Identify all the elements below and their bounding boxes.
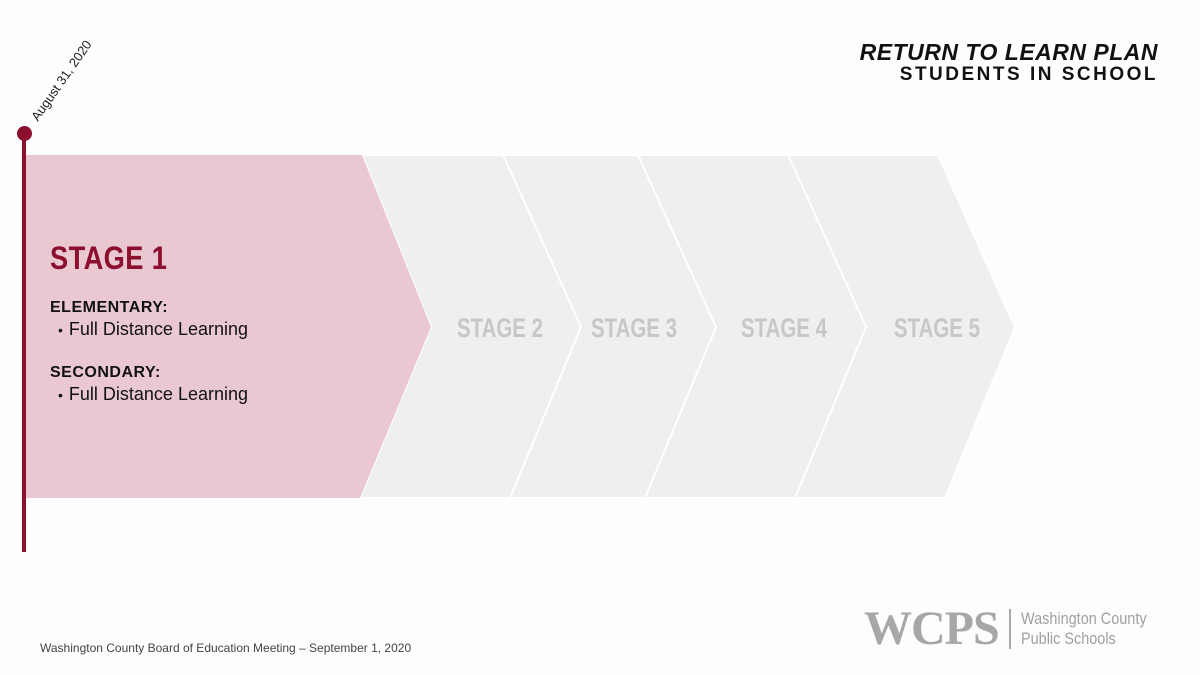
page-title: RETURN TO LEARN PLAN xyxy=(859,39,1158,65)
stage-1-title: STAGE 1 xyxy=(50,240,168,276)
group-title: SECONDARY: xyxy=(50,364,161,381)
group-title: ELEMENTARY: xyxy=(50,299,169,316)
wcps-logo: WCPS Washington County Public Schools xyxy=(864,605,1168,653)
logo-acronym: WCPS xyxy=(864,602,1000,655)
bullet-icon: • xyxy=(58,322,63,338)
bullet-icon: • xyxy=(58,387,63,403)
stage-1-chevron xyxy=(26,155,431,498)
stage-3-label: STAGE 3 xyxy=(591,313,677,343)
logo-name-line-2: Public Schools xyxy=(1020,629,1116,648)
logo-name-line-1: Washington County xyxy=(1020,609,1147,628)
page-subtitle: STUDENTS IN SCHOOL xyxy=(899,64,1158,85)
stage-5-label: STAGE 5 xyxy=(894,313,980,343)
stage-4-label: STAGE 4 xyxy=(741,313,827,343)
footer-text: Washington County Board of Education Mee… xyxy=(40,641,412,655)
title-block: RETURN TO LEARN PLAN STUDENTS IN SCHOOL xyxy=(860,40,1158,86)
elementary-group: ELEMENTARY: • Full Distance Learning xyxy=(50,299,248,340)
secondary-group: SECONDARY: • Full Distance Learning xyxy=(50,364,248,405)
timeline-line xyxy=(22,134,26,552)
list-item-text: Full Distance Learning xyxy=(68,319,249,339)
stage-2-label: STAGE 2 xyxy=(457,313,543,343)
list-item: • Full Distance Learning xyxy=(58,319,248,340)
stage-1-content: STAGE 1 ELEMENTARY: • Full Distance Learn… xyxy=(50,240,248,429)
list-item: • Full Distance Learning xyxy=(58,384,248,405)
timeline-marker xyxy=(17,126,32,141)
logo-divider xyxy=(1008,609,1011,649)
list-item-text: Full Distance Learning xyxy=(68,384,249,404)
logo-name: Washington County Public Schools xyxy=(1021,609,1147,649)
